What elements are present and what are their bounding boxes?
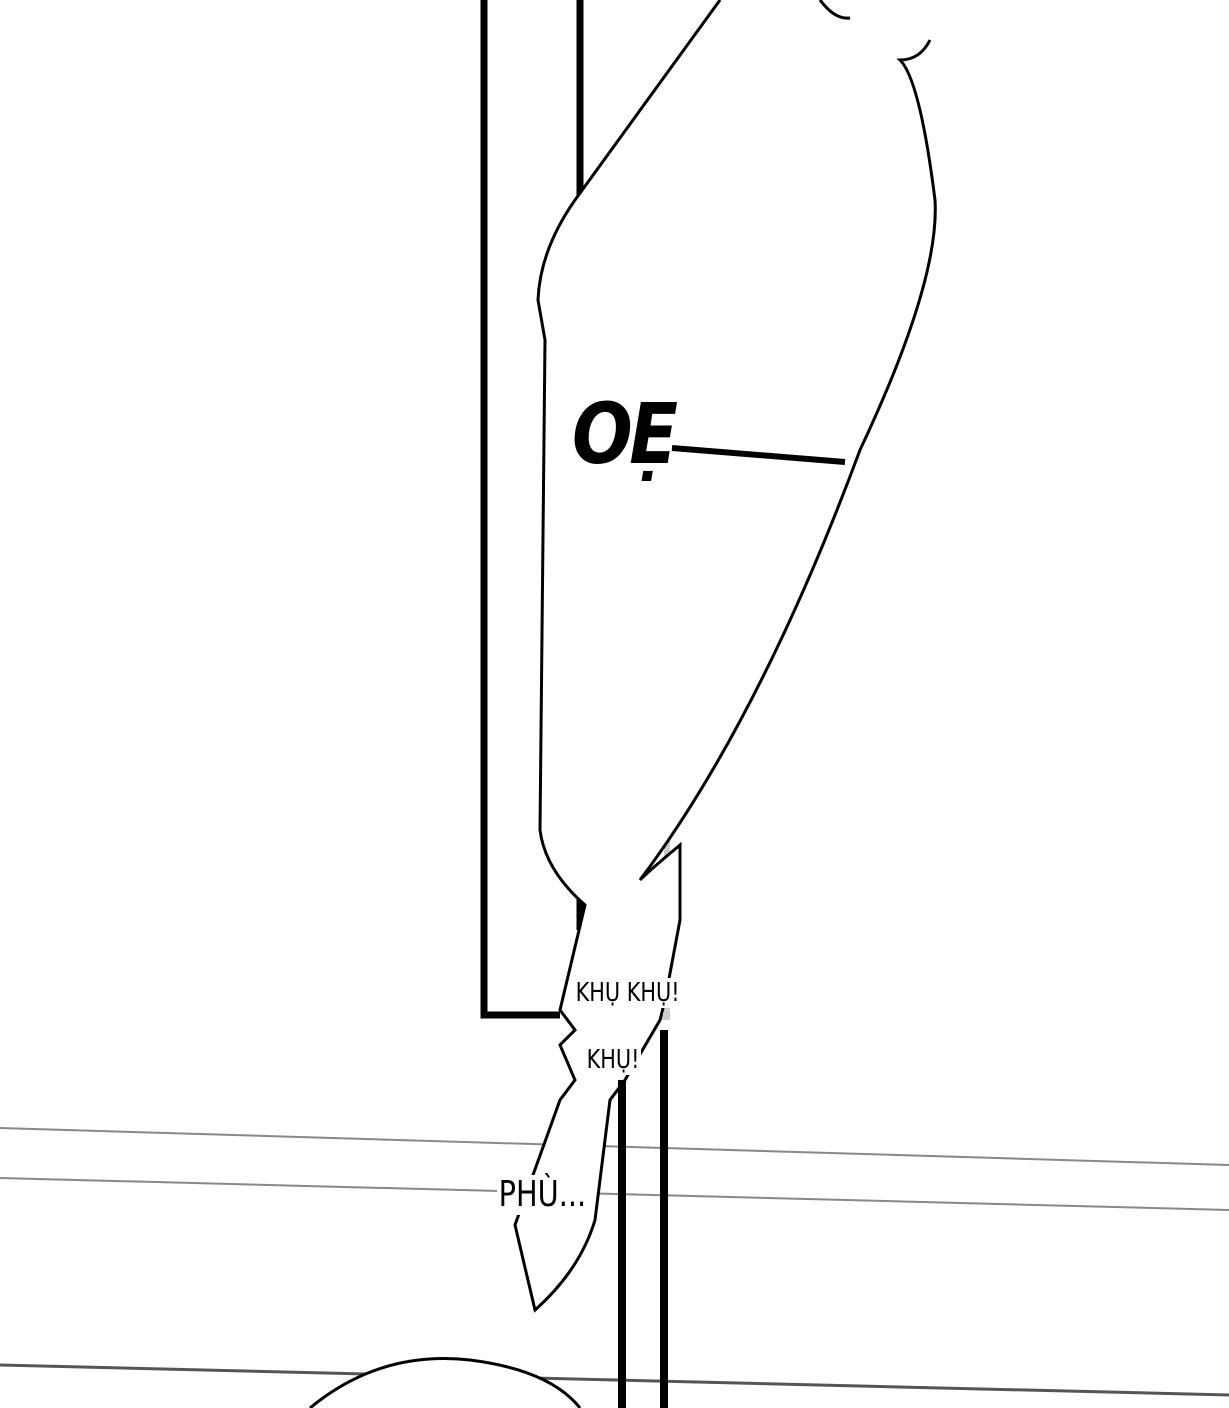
sfx-sigh: PHÙ...: [497, 1174, 588, 1215]
floor-line: [0, 1127, 1229, 1166]
sfx-retch: OẸ: [572, 385, 678, 483]
head: [309, 1357, 582, 1408]
sfx-cough-single: KHỤ!: [585, 1045, 642, 1075]
floor-line: [0, 1177, 1229, 1211]
sfx-cough-double: KHỤ KHỤ!: [574, 978, 682, 1008]
floor-line: [0, 1363, 1229, 1397]
arm: [818, 0, 851, 20]
arm: [513, 0, 937, 1313]
door-frame: [480, 0, 560, 1019]
pole: [618, 1030, 668, 1408]
speed-line: [671, 445, 846, 465]
pole: [618, 1030, 668, 1408]
